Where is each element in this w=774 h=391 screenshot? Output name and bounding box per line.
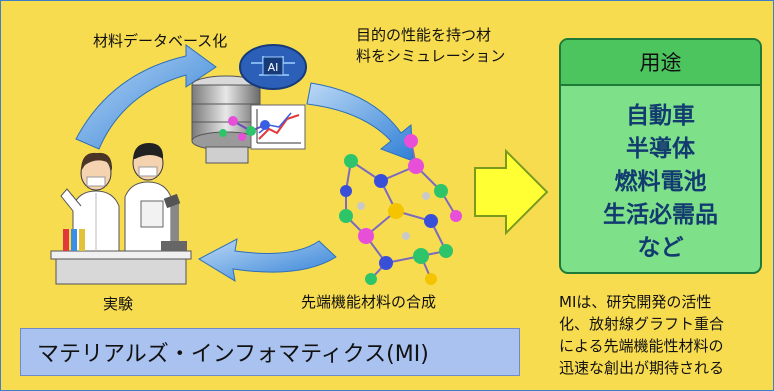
application-item: など bbox=[637, 235, 684, 261]
mi-title-box: マテリアルズ・インフォマティクス(MI) bbox=[20, 328, 520, 376]
simulation-label-line2: 料をシミュレーション bbox=[356, 47, 506, 65]
small-molecule-icon bbox=[219, 116, 270, 141]
ai-chip-label: AI bbox=[268, 61, 279, 74]
application-item: 半導体 bbox=[626, 136, 695, 162]
mi-note: MIは、研究開発の活性 化、放射線グラフト重合 による先端機能性材料の 迅速な創… bbox=[559, 291, 724, 379]
application-item: 燃料電池 bbox=[614, 169, 707, 195]
applications-list: 自動車 半導体 燃料電池 生活必需品 など bbox=[561, 100, 760, 265]
note-line: 化、放射線グラフト重合 bbox=[559, 315, 725, 333]
applications-box: 用途 自動車 半導体 燃料電池 生活必需品 など bbox=[559, 38, 762, 274]
big-arrow-icon bbox=[474, 148, 549, 236]
note-line: による先端機能性材料の bbox=[559, 337, 724, 355]
molecule-atoms-icon bbox=[339, 134, 462, 285]
application-item: 自動車 bbox=[626, 103, 695, 129]
applications-header: 用途 bbox=[561, 40, 760, 86]
cycle-arrow-top-right bbox=[306, 82, 414, 162]
simulation-label-line1: 目的の性能を持つ材 bbox=[356, 26, 492, 44]
experiment-label: 実験 bbox=[103, 295, 134, 313]
cycle-arrow-bottom bbox=[197, 238, 337, 282]
ai-brain-icon: AI bbox=[239, 44, 307, 90]
cycle-arrow-top-left bbox=[75, 44, 217, 150]
application-item: 生活必需品 bbox=[603, 202, 718, 228]
database-label: 材料データベース化 bbox=[93, 32, 228, 50]
researchers-icon bbox=[50, 143, 192, 285]
note-line: 迅速な創出が期待される bbox=[559, 359, 725, 377]
database-server-icon bbox=[191, 75, 261, 164]
synthesis-label: 先端機能材料の合成 bbox=[301, 293, 437, 311]
microscope-icon bbox=[161, 193, 187, 251]
note-line: MIは、研究開発の活性 bbox=[559, 293, 712, 311]
